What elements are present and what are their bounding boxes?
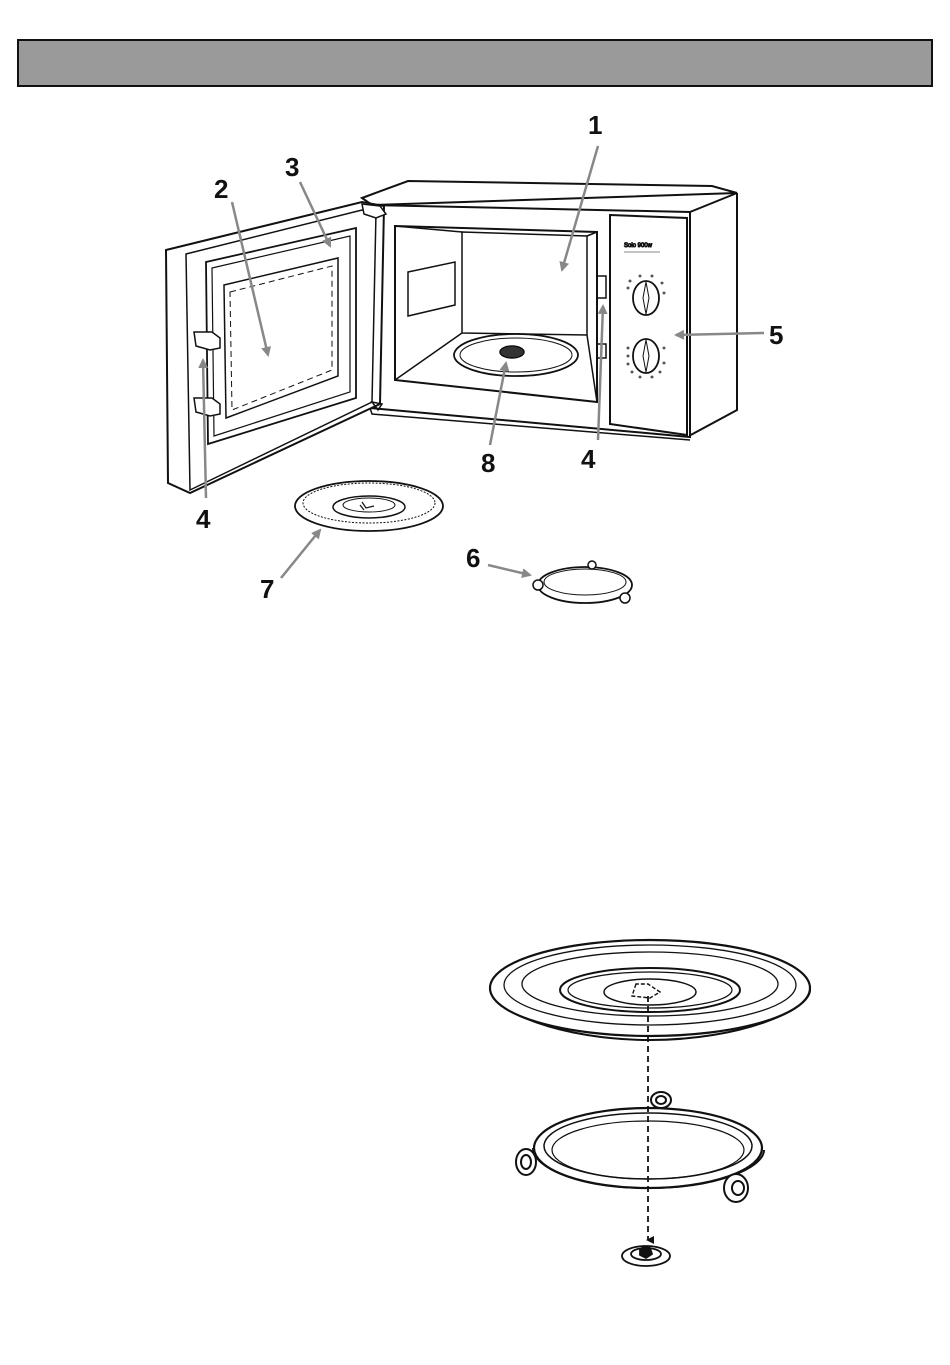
microwave-body (362, 181, 737, 440)
power-knob (633, 281, 659, 315)
timer-knob (633, 339, 659, 373)
assembly-diagram (490, 940, 810, 1266)
callout-8: 8 (481, 448, 495, 478)
model-label: Solo 900w (624, 243, 653, 249)
callout-6: 6 (466, 543, 480, 573)
callout-4a: 4 (196, 504, 211, 534)
roller-ring (533, 561, 632, 603)
callout-5: 5 (769, 320, 783, 350)
callout-4b: 4 (581, 444, 596, 474)
glass-tray (295, 481, 443, 531)
callout-3: 3 (285, 152, 299, 182)
oven-door (166, 202, 386, 493)
callout-1: 1 (588, 110, 602, 140)
arrow-7 (281, 530, 320, 578)
callout-7: 7 (260, 574, 274, 604)
assembly-glass-tray (490, 940, 810, 1040)
cavity-turntable (454, 334, 578, 376)
arrow-6 (488, 565, 530, 575)
assembly-roller-ring (516, 1092, 764, 1202)
callout-2: 2 (214, 174, 228, 204)
assembly-coupler (622, 1246, 670, 1266)
